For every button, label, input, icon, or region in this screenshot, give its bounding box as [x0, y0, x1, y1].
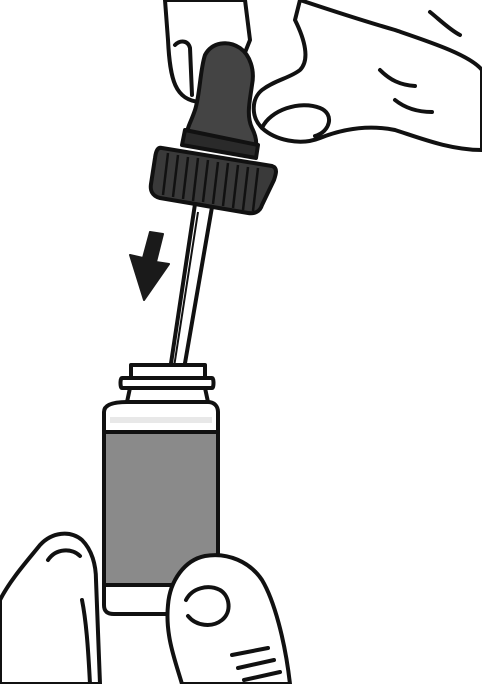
arrow-down-icon	[130, 232, 169, 300]
